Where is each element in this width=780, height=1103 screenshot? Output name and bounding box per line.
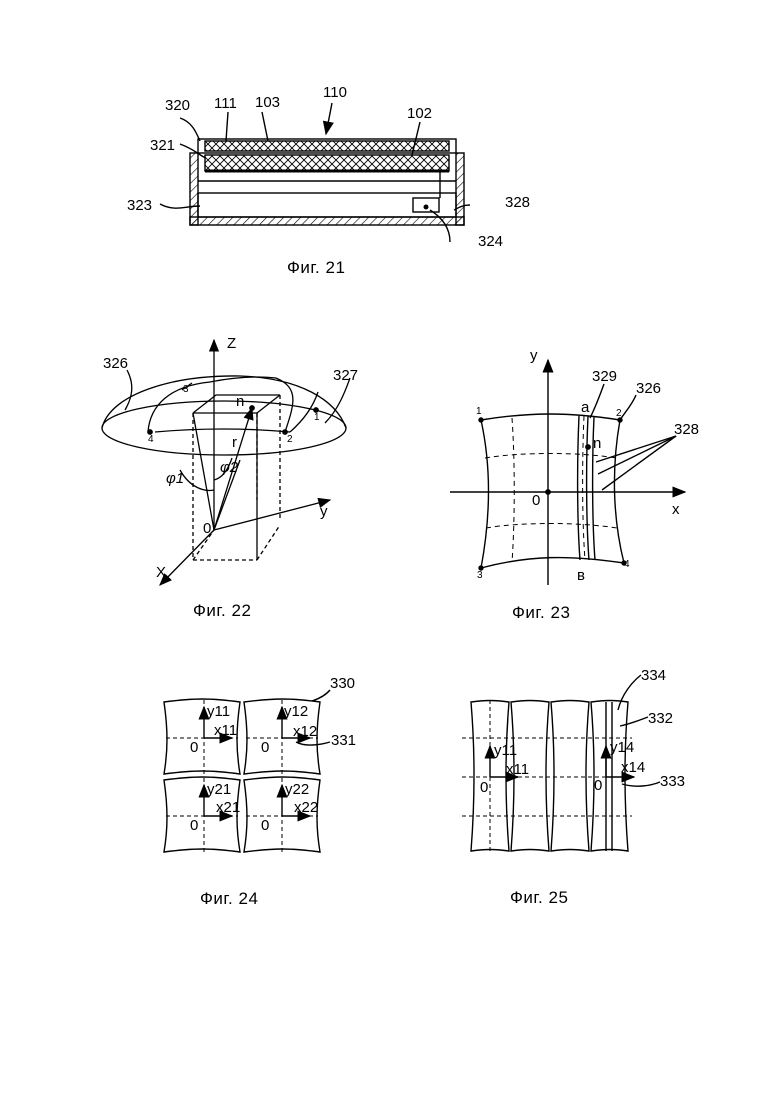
label-326-23: 326 xyxy=(636,380,661,397)
label-320: 320 xyxy=(165,97,190,114)
label-x21: x21 xyxy=(216,799,240,816)
label-332: 332 xyxy=(648,710,673,727)
origin-21: 0 xyxy=(190,817,198,834)
origin-22: 0 xyxy=(261,817,269,834)
label-x11-25: x11 xyxy=(506,761,529,778)
label-v: в xyxy=(577,567,585,584)
label-102: 102 xyxy=(407,105,432,122)
corner-1: 1 xyxy=(476,406,482,417)
label-4: 4 xyxy=(148,434,154,445)
axis-y-label-23: y xyxy=(530,347,538,364)
label-y11-25: y11 xyxy=(494,742,517,759)
corner-3: 3 xyxy=(477,570,483,581)
label-2: 2 xyxy=(287,434,293,445)
axis-z-label: Z xyxy=(227,335,236,352)
caption-fig-23: Фиг. 23 xyxy=(512,603,570,622)
axis-x-label: X xyxy=(156,564,166,581)
axis-x-label-23: x xyxy=(672,501,680,518)
caption-fig-21: Фиг. 21 xyxy=(287,258,345,277)
label-103: 103 xyxy=(255,94,280,111)
origin-label: 0 xyxy=(203,520,211,537)
label-y22: y22 xyxy=(285,781,309,798)
caption-fig-24: Фиг. 24 xyxy=(200,889,258,908)
origin-12: 0 xyxy=(261,739,269,756)
label-r: r xyxy=(232,434,237,451)
figure-21 xyxy=(160,103,470,242)
origin-11: 0 xyxy=(190,739,198,756)
label-110: 110 xyxy=(323,84,347,101)
label-326: 326 xyxy=(103,355,128,372)
label-n-23: n xyxy=(593,435,601,452)
label-y11: y11 xyxy=(207,703,230,720)
origin-label-23: 0 xyxy=(532,492,540,509)
label-321: 321 xyxy=(150,137,175,154)
label-329: 329 xyxy=(592,368,617,385)
label-phi2: φ2 xyxy=(220,459,239,476)
label-334: 334 xyxy=(641,667,666,684)
label-x22: x22 xyxy=(294,799,318,816)
origin-25b: 0 xyxy=(594,777,602,794)
label-x14: x14 xyxy=(621,759,645,776)
caption-fig-25: Фиг. 25 xyxy=(510,888,568,907)
label-331: 331 xyxy=(331,732,356,749)
corner-2: 2 xyxy=(616,408,622,419)
label-3: 3 xyxy=(183,384,189,395)
label-327: 327 xyxy=(333,367,358,384)
label-328-23: 328 xyxy=(674,421,699,438)
label-y14: y14 xyxy=(610,739,634,756)
label-1: 1 xyxy=(314,412,320,423)
corner-4: 4 xyxy=(624,559,630,570)
label-324: 324 xyxy=(478,233,503,250)
label-y12: y12 xyxy=(284,703,308,720)
caption-fig-22: Фиг. 22 xyxy=(193,601,251,620)
label-y21: y21 xyxy=(207,781,231,798)
label-330: 330 xyxy=(330,675,355,692)
label-phi1: φ1 xyxy=(166,470,184,487)
label-a: a xyxy=(581,399,590,416)
label-x11: x11 xyxy=(214,722,237,739)
label-111: 111 xyxy=(214,95,237,112)
label-x12: x12 xyxy=(293,723,317,740)
label-328: 328 xyxy=(505,194,530,211)
origin-25a: 0 xyxy=(480,779,488,796)
axis-y-label: y xyxy=(320,503,328,520)
label-333: 333 xyxy=(660,773,685,790)
label-n: n xyxy=(236,393,244,410)
label-323: 323 xyxy=(127,197,152,214)
